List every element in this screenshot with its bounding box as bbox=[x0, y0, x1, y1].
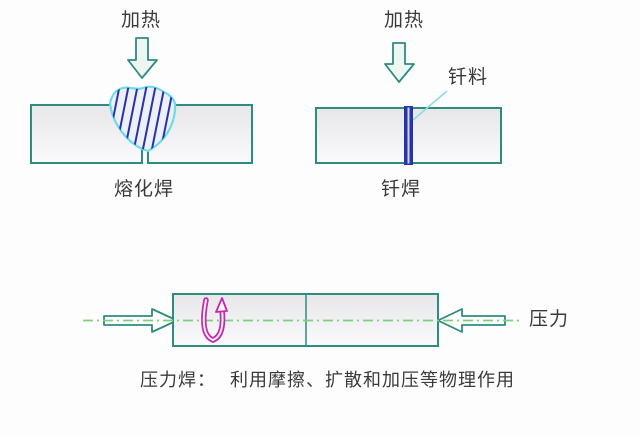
braze-weld-figure bbox=[315, 42, 502, 165]
heat-arrow-down-right-icon bbox=[384, 42, 415, 83]
filler-label: 钎料 bbox=[448, 67, 489, 88]
fusion-weld-figure bbox=[30, 37, 253, 164]
pressure-label: 压力 bbox=[529, 309, 570, 330]
rotation-arrow-icon bbox=[201, 297, 228, 343]
force-arrow-right-icon bbox=[103, 308, 178, 333]
heat-arrow-down-left-icon bbox=[127, 37, 158, 79]
pressure-caption-prefix: 压力焊： bbox=[140, 370, 216, 390]
heat-label-right: 加热 bbox=[384, 10, 425, 31]
pressure-caption-text: 利用摩擦、扩散和加压等物理作用 bbox=[230, 370, 515, 390]
fusion-weld-label: 熔化焊 bbox=[114, 179, 175, 200]
heat-label-left: 加热 bbox=[121, 10, 162, 31]
braze-weld-label: 钎焊 bbox=[381, 179, 422, 200]
pressure-weld-figure bbox=[83, 293, 521, 347]
filler-leader-line bbox=[412, 90, 448, 121]
pressure-caption: 压力焊： 利用摩擦、扩散和加压等物理作用 bbox=[140, 370, 515, 392]
filler-strip-highlight bbox=[407, 107, 410, 164]
